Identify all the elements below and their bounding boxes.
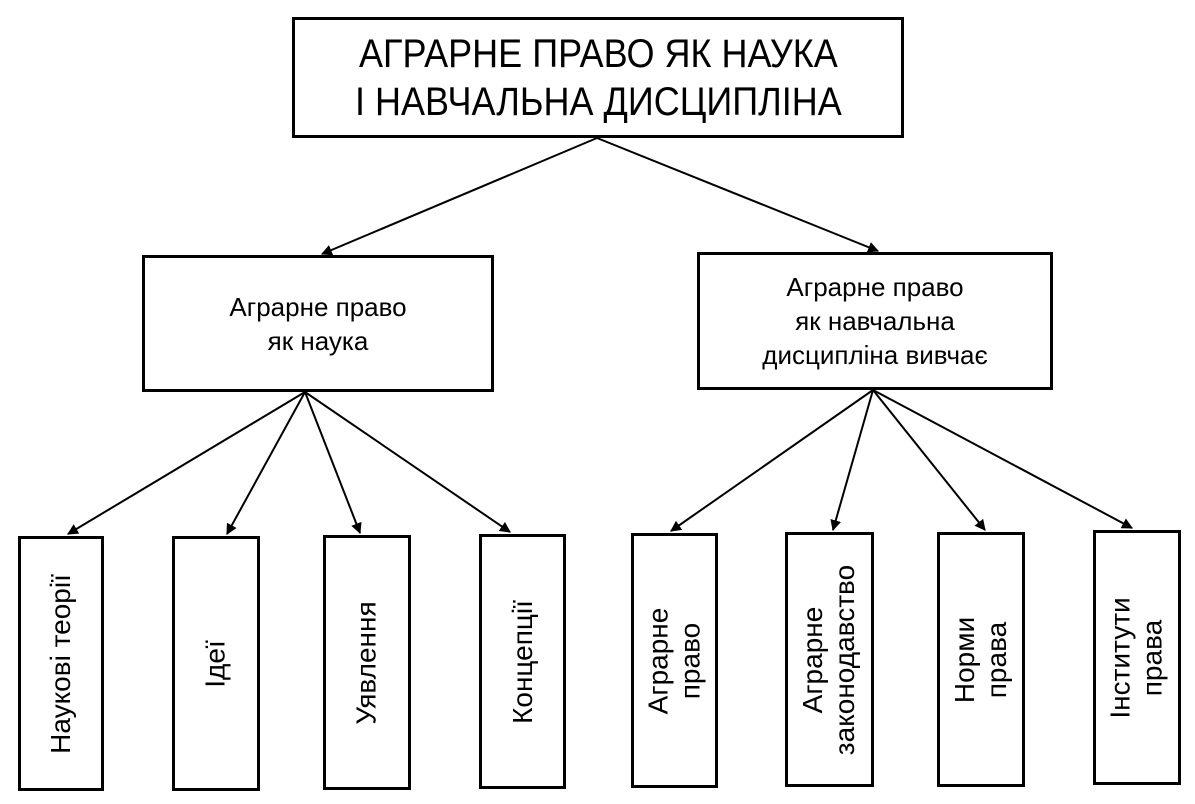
root-node: АГРАРНЕ ПРАВО ЯК НАУКА І НАВЧАЛЬНА ДИСЦИ… — [292, 17, 904, 138]
leaf-legal-institutes-line-1: Інститути — [1105, 596, 1136, 719]
science-label-line-1: Аграрне право — [229, 291, 407, 322]
leaf-agrarian-law: Аграрне право — [631, 533, 718, 788]
leaf-notions-label: Уявлення — [351, 600, 382, 725]
leaf-legal-norms-label: Норми права — [949, 616, 1013, 702]
arrow-discipline-to-legislation — [830, 389, 874, 532]
leaf-ideas: Ідеї — [172, 536, 260, 791]
arrow-science-to-theories — [67, 391, 306, 535]
science-node: Аграрне право як наука — [142, 255, 494, 392]
arrow-root-to-discipline — [596, 137, 880, 253]
leaf-legal-institutes-label: Інститути права — [1105, 597, 1169, 718]
leaf-agrarian-law-line-2: право — [674, 622, 706, 699]
leaf-agrarian-law-label: Аграрне право — [643, 607, 707, 714]
leaf-legal-norms-line-1: Норми — [949, 616, 981, 703]
arrow-discipline-to-institutes — [872, 389, 1133, 529]
root-title-line-2: І НАВЧАЛЬНА ДИСЦИПЛІНА — [354, 79, 842, 124]
discipline-label-line-1: Аграрне право — [786, 272, 964, 302]
arrow-root-to-science — [320, 137, 598, 256]
leaf-agrarian-legislation-line-2: законодавство — [829, 564, 861, 755]
leaf-agrarian-legislation: Аграрне законодавство — [785, 532, 874, 787]
leaf-scientific-theories-label: Наукові теорії — [45, 573, 76, 754]
arrow-discipline-to-norms — [872, 389, 986, 531]
discipline-label-line-2: як навчальна — [795, 306, 955, 336]
leaf-agrarian-legislation-label: Аграрне законодавство — [798, 564, 862, 754]
discipline-node: Аграрне право як навчальна дисципліна ви… — [697, 252, 1053, 390]
science-label-line-2: як наука — [267, 325, 369, 356]
leaf-ideas-label: Ідеї — [200, 639, 231, 688]
leaf-agrarian-legislation-line-1: Аграрне — [797, 606, 829, 713]
arrow-science-to-concepts — [304, 391, 511, 533]
arrow-science-to-ideas — [226, 391, 306, 535]
leaf-concepts-label: Концепції — [506, 599, 538, 724]
leaf-agrarian-law-line-1: Аграрне — [642, 607, 674, 714]
leaf-concepts: Концепції — [479, 534, 566, 789]
root-title-line-1: АГРАРНЕ ПРАВО ЯК НАУКА — [358, 31, 838, 76]
leaf-legal-institutes: Інститути права — [1093, 530, 1181, 785]
leaf-legal-institutes-line-2: права — [1137, 619, 1168, 696]
leaf-legal-norms-line-2: права — [981, 621, 1013, 698]
leaf-scientific-theories: Наукові теорії — [18, 536, 104, 791]
discipline-label-line-3: дисципліна вивчає — [762, 340, 988, 370]
leaf-legal-norms: Норми права — [937, 532, 1025, 787]
arrow-discipline-to-agrarian-law — [670, 389, 874, 532]
leaf-notions: Уявлення — [323, 535, 411, 790]
arrow-science-to-notions — [304, 391, 362, 535]
